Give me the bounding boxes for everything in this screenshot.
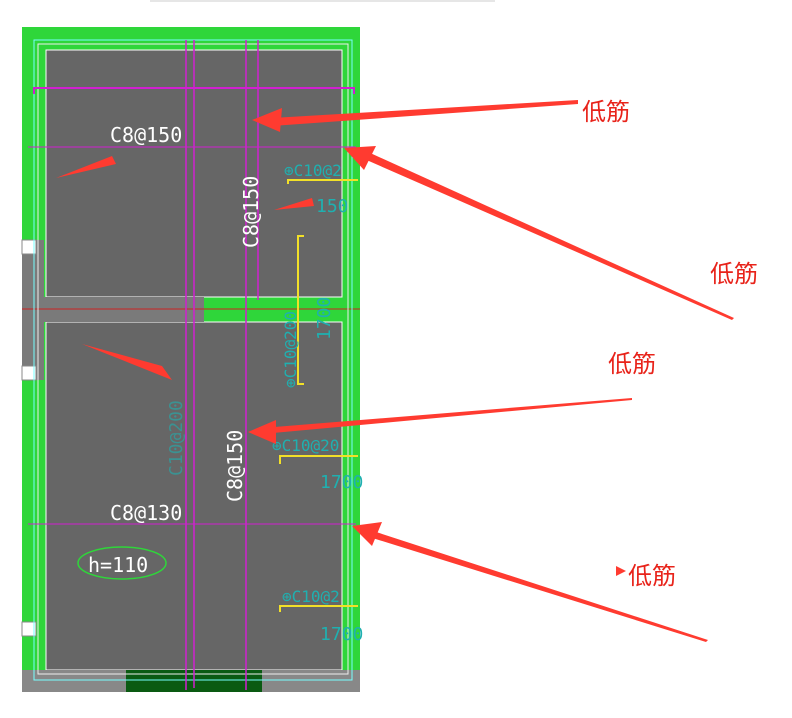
note-4: 低筋 — [628, 562, 676, 590]
arrow-3-head — [248, 420, 276, 444]
left-wall-notch-3 — [21, 621, 37, 637]
label-slab-bottom-y-faint: C10@200 — [166, 400, 187, 476]
steel-hook-4 — [279, 605, 358, 612]
white-inner-outline — [37, 43, 349, 675]
label-thickness: h=110 — [88, 553, 148, 577]
arrow-2 — [362, 152, 734, 320]
arrow-1-head — [252, 108, 282, 132]
arrow-6 — [274, 198, 314, 210]
arrow-4 — [366, 530, 708, 642]
label-slab-top-y: C8@150 — [239, 176, 263, 248]
bottom-wall-right — [262, 670, 360, 692]
note-3: 低筋 — [608, 350, 656, 378]
note-2: 低筋 — [710, 260, 758, 288]
label-slab-bottom-x: C8@130 — [110, 501, 182, 525]
thickness-ellipse — [77, 546, 167, 580]
label-cyan-a: ⊕C10@2 — [284, 161, 342, 180]
arrow-4-head — [352, 522, 382, 546]
arrow-1 — [262, 100, 578, 126]
label-cyan-b: ⊕C10@200 — [281, 311, 300, 388]
bottom-wall-left — [22, 670, 126, 692]
arrow-8 — [616, 566, 626, 576]
left-wall — [22, 240, 44, 380]
annotation-arrows — [56, 100, 734, 642]
note-1: 低筋 — [582, 98, 630, 126]
label-cyan-d-len: 1700 — [320, 624, 363, 645]
label-cyan-d: ⊕C10@2 — [282, 587, 340, 606]
left-wall-notch — [21, 239, 37, 255]
label-cyan-a-len: 150 — [316, 196, 349, 217]
arrow-5 — [56, 156, 116, 178]
steel-hook-1 — [287, 179, 358, 184]
label-cyan-c-len: 1700 — [320, 472, 363, 493]
label-cyan-c: ⊕C10@20 — [272, 436, 339, 455]
label-slab-bottom-y: C8@150 — [223, 430, 247, 502]
steel-hook-2 — [297, 235, 304, 385]
arrow-7 — [82, 344, 172, 380]
label-cyan-b-len: 1700 — [314, 297, 335, 340]
left-wall-notch-2 — [21, 365, 37, 381]
cyan-outline — [33, 39, 353, 681]
arrow-3 — [262, 398, 632, 434]
steel-hook-3 — [279, 455, 358, 464]
arrow-2-head — [344, 146, 376, 170]
label-slab-top-x: C8@150 — [110, 123, 182, 147]
